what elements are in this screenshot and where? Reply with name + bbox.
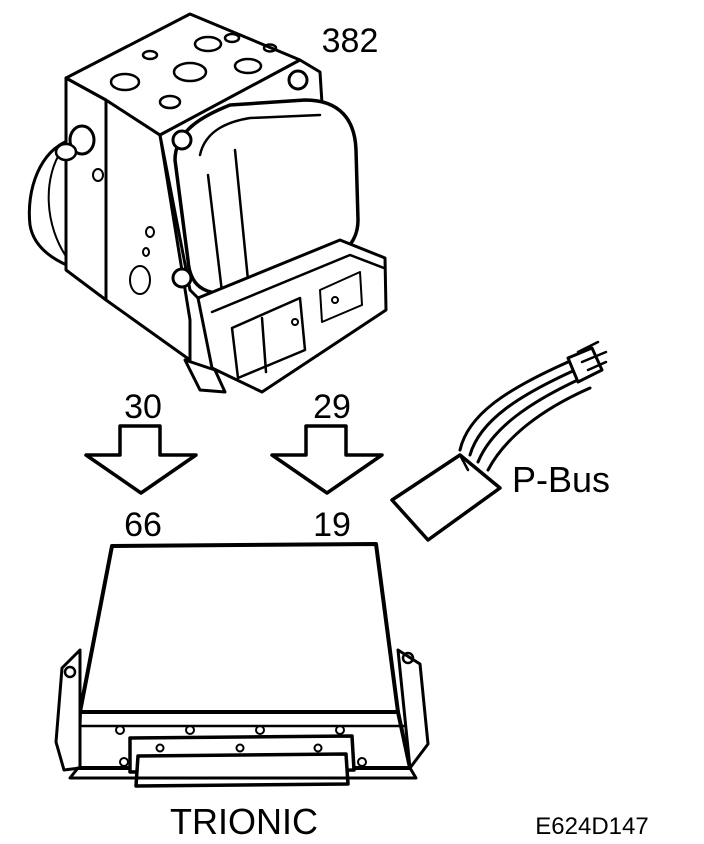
arrow-right-down-icon bbox=[270, 424, 384, 495]
abs-unit-number-label: 382 bbox=[322, 22, 379, 60]
arrow-left-down-icon bbox=[84, 424, 198, 495]
trionic-ecu-drawing bbox=[54, 542, 430, 788]
pbus-connector-drawing bbox=[390, 340, 608, 542]
pbus-label: P-Bus bbox=[512, 459, 610, 500]
pin-right-source-label: 29 bbox=[313, 388, 351, 426]
pin-right-target-label: 19 bbox=[313, 506, 351, 544]
figure-id-label: E624D147 bbox=[535, 813, 648, 840]
abs-unit-drawing bbox=[27, 12, 388, 394]
pin-left-source-label: 30 bbox=[124, 388, 162, 426]
ecu-name-label: TRIONIC bbox=[170, 801, 318, 842]
pin-left-target-label: 66 bbox=[124, 506, 162, 544]
